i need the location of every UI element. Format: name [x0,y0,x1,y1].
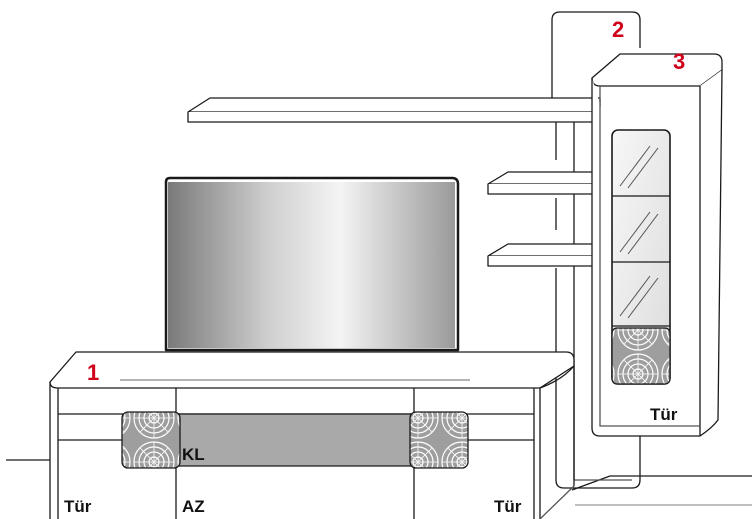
lower-shelf [487,243,601,267]
top-shelf [187,97,601,123]
label-vitrine-door: Tür [650,405,678,424]
decor-panel-left [121,411,181,469]
label-center-flap: AZ [182,497,205,516]
vitrine-decor-panel [611,327,671,385]
part-number-back-panel: 2 [612,17,624,42]
middle-shelf [487,171,601,195]
label-right-door: Tür [494,497,522,516]
lowboard [49,351,575,519]
drawer-panel [175,413,415,467]
glass-reflection [619,145,659,319]
tv [164,176,460,357]
part-number-vitrine: 3 [673,49,685,74]
label-drawer: KL [182,445,205,464]
wall-line-right [571,475,752,491]
decor-panel-right [409,411,469,469]
vitrine [591,53,723,437]
tv-screen [168,182,455,348]
label-left-door: Tür [64,497,92,516]
part-number-lowboard: 1 [87,360,99,385]
